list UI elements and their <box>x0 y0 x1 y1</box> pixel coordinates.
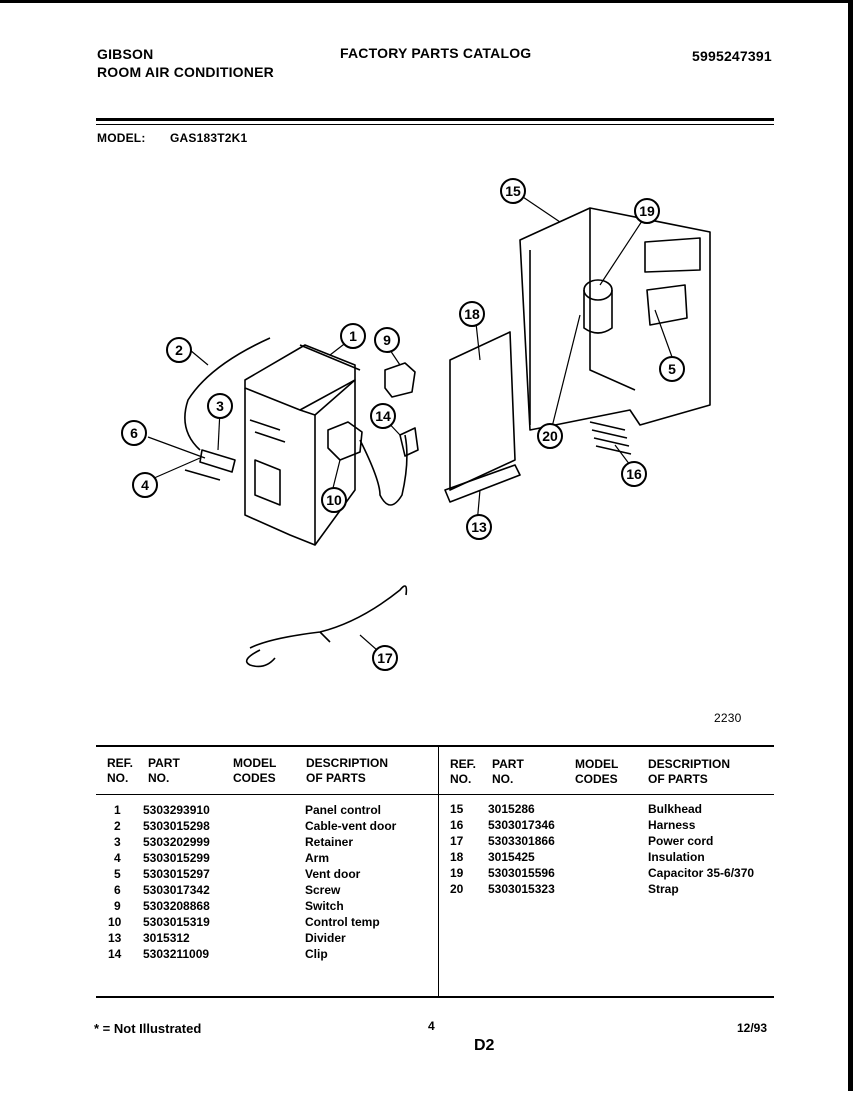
switch-drawing <box>384 362 416 398</box>
table-bottom-rule <box>96 996 774 998</box>
callout-17: 17 <box>372 645 398 671</box>
callout-16: 16 <box>621 461 647 487</box>
callout-2: 2 <box>166 337 192 363</box>
page-number: 4 <box>428 1019 435 1033</box>
callout-20: 20 <box>537 423 563 449</box>
callout-3: 3 <box>207 393 233 419</box>
svg-text:4: 4 <box>141 477 149 493</box>
callout-18: 18 <box>459 301 485 327</box>
clip-drawing <box>399 427 419 457</box>
header-rule <box>96 118 774 121</box>
control-temp-drawing <box>327 421 363 461</box>
callout-14: 14 <box>370 403 396 429</box>
svg-text:1: 1 <box>349 328 357 344</box>
panel-control-drawing <box>244 344 361 546</box>
harness-drawing <box>589 421 632 455</box>
model-value: GAS183T2K1 <box>170 131 248 145</box>
model-label: MODEL: <box>97 131 146 145</box>
table-top-rule <box>96 745 774 747</box>
table-divider <box>438 746 439 996</box>
edge-scan-mark <box>0 20 6 70</box>
svg-text:20: 20 <box>542 428 558 444</box>
svg-text:14: 14 <box>375 408 391 424</box>
svg-text:18: 18 <box>464 306 480 322</box>
exploded-parts-diagram: 1 2 3 4 5 6 9 10 13 14 15 16 17 18 19 20 <box>121 178 711 671</box>
svg-text:13: 13 <box>471 519 487 535</box>
brand-name: GIBSON <box>97 46 154 62</box>
catalog-title: FACTORY PARTS CATALOG <box>340 45 532 61</box>
figure-number: 2230 <box>714 711 742 725</box>
header-rule-thin <box>96 124 774 125</box>
svg-text:9: 9 <box>383 332 391 348</box>
section-code: D2 <box>474 1037 495 1054</box>
svg-text:3: 3 <box>216 398 224 414</box>
svg-text:6: 6 <box>130 425 138 441</box>
cable-drawing <box>184 337 271 451</box>
callout-4: 4 <box>132 472 158 498</box>
svg-text:5: 5 <box>668 361 676 377</box>
svg-text:19: 19 <box>639 203 655 219</box>
product-name: ROOM AIR CONDITIONER <box>97 64 274 80</box>
right-ref-header: REF.NO. <box>450 757 477 786</box>
callout-19: 19 <box>634 198 660 224</box>
catalog-number: 5995247391 <box>692 48 772 64</box>
table-header-rule <box>96 794 774 795</box>
callout-10: 10 <box>321 487 347 513</box>
left-ref-header: REF.NO. <box>107 756 134 785</box>
capillary-drawing <box>359 434 408 506</box>
svg-text:16: 16 <box>626 466 642 482</box>
not-illustrated-note: * = Not Illustrated <box>94 1021 202 1036</box>
insulation-drawing <box>449 331 516 491</box>
svg-text:17: 17 <box>377 650 393 666</box>
callout-6: 6 <box>121 420 147 446</box>
callout-15: 15 <box>500 178 526 204</box>
divider-drawing <box>444 464 521 503</box>
callout-13: 13 <box>466 514 492 540</box>
callout-5: 5 <box>659 356 685 382</box>
svg-text:15: 15 <box>505 183 521 199</box>
callout-9: 9 <box>374 327 400 353</box>
callout-1: 1 <box>340 323 366 349</box>
revision-date: 12/93 <box>737 1021 768 1035</box>
svg-text:10: 10 <box>326 492 342 508</box>
power-cord-drawing <box>245 585 408 668</box>
retainer-drawing <box>184 449 236 481</box>
svg-text:2: 2 <box>175 342 183 358</box>
